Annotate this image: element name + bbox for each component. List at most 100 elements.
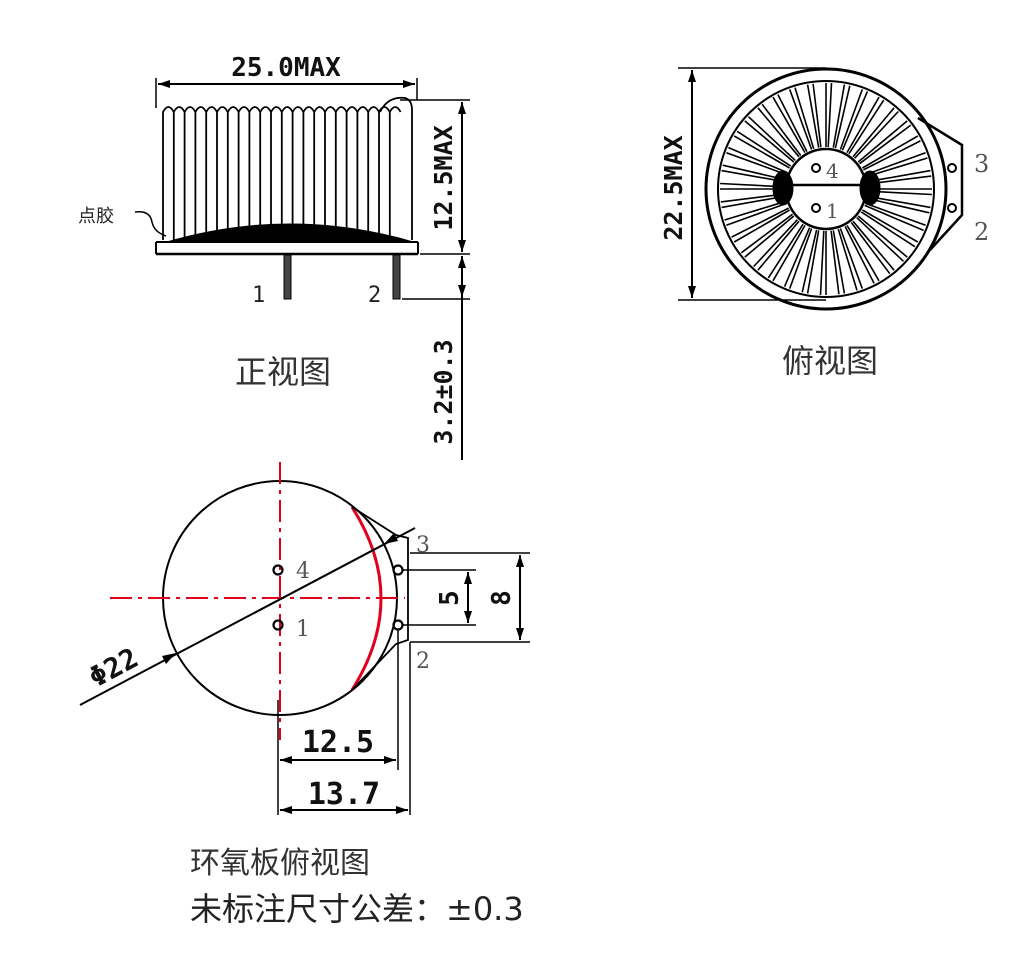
top-view-caption: 俯视图 bbox=[782, 342, 878, 380]
spoke-line bbox=[736, 130, 792, 167]
housing-hook bbox=[379, 96, 413, 240]
housing-rib bbox=[183, 106, 197, 240]
spoke-line bbox=[830, 230, 840, 295]
board-pin-2-label: 2 bbox=[416, 649, 430, 674]
top-pin-2-label: 2 bbox=[974, 218, 989, 246]
spoke-line bbox=[865, 202, 926, 227]
spoke-line bbox=[788, 89, 813, 150]
housing-rib bbox=[194, 106, 207, 240]
housing-rib bbox=[291, 106, 305, 240]
front-pin-1 bbox=[283, 254, 292, 300]
spoke-line bbox=[846, 224, 880, 282]
housing-rib bbox=[345, 106, 359, 240]
spoke-line bbox=[753, 219, 798, 268]
spoke-line bbox=[728, 146, 788, 174]
spoke-line bbox=[848, 99, 885, 155]
spoke-line bbox=[740, 213, 793, 254]
spoke-line bbox=[772, 224, 806, 282]
spoke-line bbox=[857, 215, 908, 258]
ribbed-housing bbox=[162, 96, 413, 240]
top-height-dim: 22.5MAX bbox=[659, 135, 688, 240]
housing-rib bbox=[216, 106, 229, 240]
spoke-line bbox=[767, 223, 804, 279]
housing-rib bbox=[280, 106, 294, 240]
spoke-line bbox=[757, 107, 800, 158]
spoke-line bbox=[827, 83, 833, 148]
spoke-line bbox=[860, 211, 916, 248]
spoke-line bbox=[724, 200, 787, 221]
housing-rib bbox=[226, 106, 240, 240]
spoke-line bbox=[839, 89, 864, 150]
spoke-line bbox=[772, 96, 806, 154]
housing-rib bbox=[388, 106, 402, 240]
spoke-line bbox=[857, 120, 908, 163]
spoke-line bbox=[852, 107, 895, 158]
spoke-line bbox=[865, 157, 928, 178]
front-pin-1-label: 1 bbox=[252, 283, 265, 308]
spoke-line bbox=[859, 124, 912, 165]
front-height-dim: 12.5MAX bbox=[429, 125, 458, 230]
spoke-line bbox=[837, 228, 858, 291]
board-dim-13-7: 13.7 bbox=[308, 777, 380, 812]
front-pin-2 bbox=[392, 254, 401, 300]
top-pin-3-label: 3 bbox=[974, 150, 989, 178]
front-pin-length-dim: 3.2±0.3 bbox=[429, 339, 458, 444]
spoke-line bbox=[733, 209, 791, 243]
board-pin-1-label: 1 bbox=[296, 617, 310, 642]
board-view-caption: 环氧板俯视图 bbox=[190, 846, 370, 881]
top-view bbox=[678, 67, 964, 311]
spoke-line bbox=[794, 87, 815, 150]
top-view-spokes bbox=[720, 83, 932, 295]
board-view bbox=[79, 462, 530, 815]
top-pin-4-label: 4 bbox=[826, 159, 839, 183]
glue-label: 点胶 bbox=[78, 206, 114, 227]
spoke-line bbox=[832, 230, 846, 294]
spoke-line bbox=[852, 220, 895, 271]
spoke-line bbox=[856, 217, 905, 262]
housing-rib bbox=[237, 106, 251, 240]
spoke-line bbox=[801, 229, 818, 293]
front-view-caption: 正视图 bbox=[235, 353, 331, 391]
spoke-line bbox=[839, 228, 864, 289]
housing-rib bbox=[356, 106, 369, 240]
housing-rib bbox=[313, 106, 326, 240]
spoke-line bbox=[834, 85, 851, 149]
spoke-line bbox=[726, 151, 787, 176]
housing-rib bbox=[259, 106, 272, 240]
spoke-line bbox=[819, 230, 825, 295]
spoke-line bbox=[722, 164, 786, 181]
board-dim-8: 8 bbox=[487, 590, 517, 606]
housing-rib bbox=[270, 106, 283, 240]
front-pin-2-label: 2 bbox=[368, 283, 381, 308]
spoke-line bbox=[861, 209, 919, 243]
housing-rib bbox=[324, 106, 337, 240]
spoke-line bbox=[726, 202, 787, 227]
housing-rib bbox=[248, 106, 261, 240]
spoke-line bbox=[777, 94, 808, 152]
spoke-line bbox=[864, 204, 924, 232]
housing-rib bbox=[172, 106, 186, 240]
spoke-line bbox=[731, 207, 789, 238]
spoke-line bbox=[812, 83, 822, 148]
housing-rib bbox=[378, 106, 391, 240]
front-width-dim: 25.0MAX bbox=[231, 53, 341, 83]
housing-rib bbox=[367, 106, 380, 240]
spoke-line bbox=[757, 220, 800, 271]
board-pin-4-label: 4 bbox=[296, 559, 310, 584]
spoke-line bbox=[850, 222, 891, 275]
spoke-line bbox=[733, 135, 791, 169]
spoke-line bbox=[806, 84, 820, 148]
spoke-line bbox=[783, 227, 811, 287]
housing-rib bbox=[302, 106, 315, 240]
spoke-line bbox=[866, 197, 930, 214]
spoke-line bbox=[806, 230, 820, 294]
spoke-line bbox=[744, 120, 795, 163]
spoke-line bbox=[747, 116, 796, 161]
spoke-line bbox=[854, 110, 899, 159]
spoke-line bbox=[863, 140, 921, 171]
housing-rib bbox=[334, 106, 348, 240]
top-pin-1-label: 1 bbox=[826, 199, 839, 223]
housing-rib bbox=[162, 106, 175, 240]
glue-dome bbox=[165, 223, 415, 242]
